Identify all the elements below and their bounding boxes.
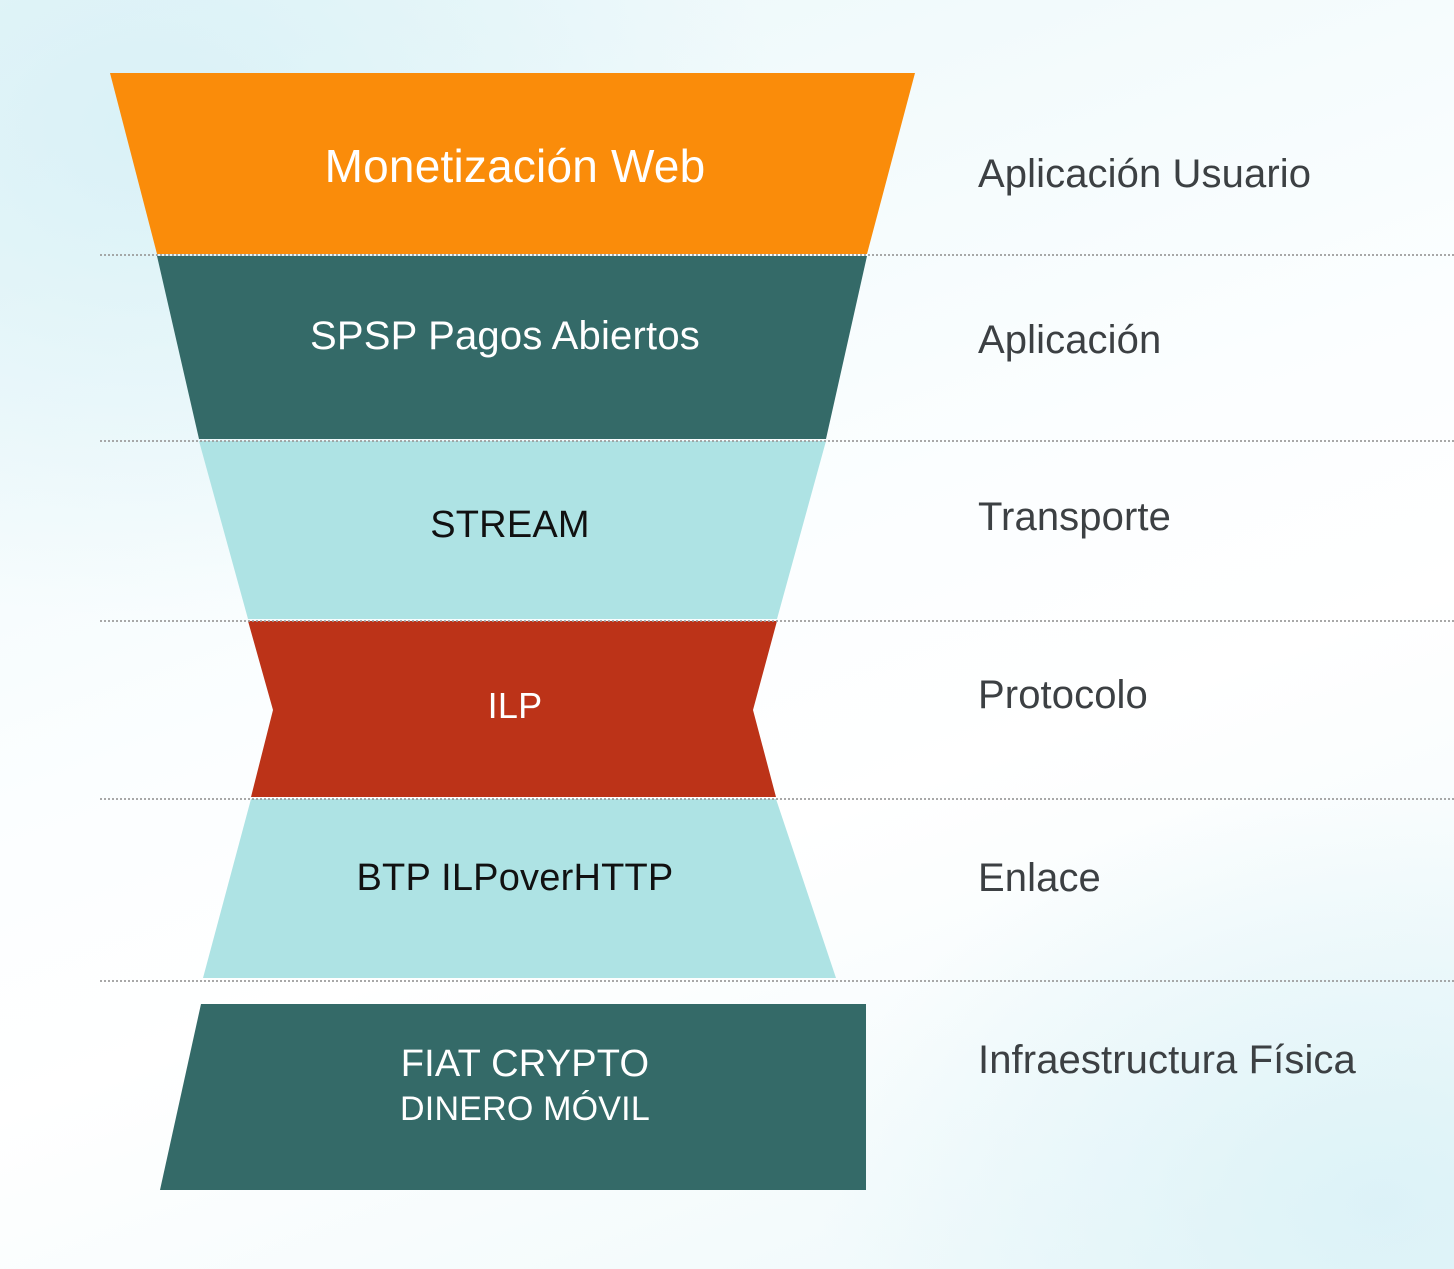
layer-divider-2 [100, 440, 1454, 442]
layer-label-ilp: ILP [487, 685, 543, 726]
layer-divider-4 [100, 798, 1454, 800]
layer-label-fiat-line1: FIAT CRYPTO [400, 1043, 650, 1085]
layer-divider-5 [100, 980, 1454, 982]
layer-shape-spsp [157, 256, 867, 439]
layer-shape-btp [203, 799, 836, 978]
layer-label-btp: BTP ILPoverHTTP [356, 857, 674, 899]
layer-label-fiat: FIAT CRYPTO DINERO MÓVIL [180, 1043, 870, 1128]
layer-label-stream: STREAM [430, 504, 590, 546]
layer-divider-1 [100, 254, 1454, 256]
side-label-enlace: Enlace [978, 856, 1101, 900]
side-label-infraestructura-fisica: Infraestructura Física [978, 1038, 1356, 1082]
side-label-aplicacion-usuario: Aplicación Usuario [978, 152, 1312, 196]
layer-label-fiat-line2: DINERO MÓVIL [400, 1089, 650, 1128]
side-label-aplicacion: Aplicación [978, 318, 1162, 362]
layer-divider-3 [100, 620, 1454, 622]
side-label-transporte: Transporte [978, 495, 1171, 539]
layer-shape-monetizacion-web [110, 73, 915, 254]
side-label-protocolo: Protocolo [978, 673, 1148, 717]
layer-shape-stream [199, 441, 826, 619]
layer-label-spsp: SPSP Pagos Abiertos [310, 314, 700, 358]
layer-shape-ilp [248, 621, 777, 797]
layer-shape-fiat [160, 1004, 866, 1190]
layer-label-monetizacion-web: Monetización Web [324, 140, 706, 192]
